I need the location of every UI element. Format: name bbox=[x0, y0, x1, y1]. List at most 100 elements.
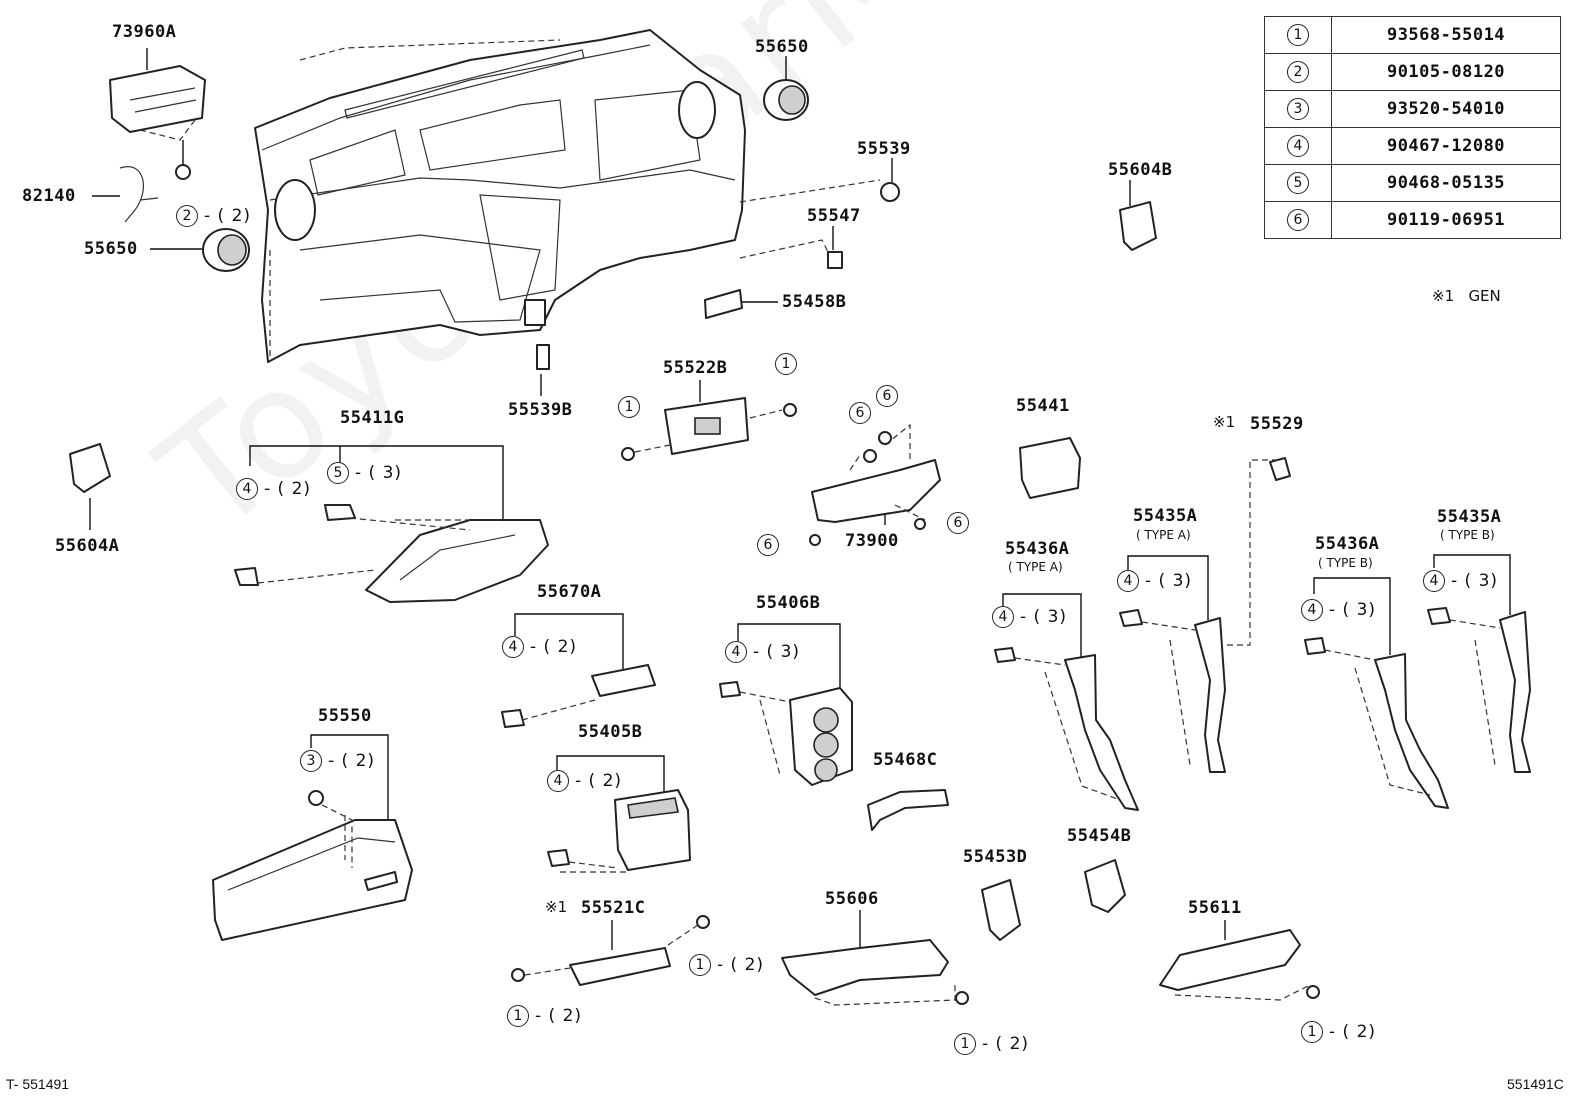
note-text: GEN bbox=[1468, 287, 1501, 305]
label-55604A: 55604A bbox=[55, 536, 120, 556]
label-73960A: 73960A bbox=[112, 22, 177, 42]
circle-number: 1 bbox=[1287, 24, 1309, 46]
callout-4x2: 4- ( 2) bbox=[547, 770, 622, 792]
label-55547: 55547 bbox=[807, 206, 861, 226]
circle-number: 3 bbox=[1287, 98, 1309, 120]
label-55405B: 55405B bbox=[578, 722, 643, 742]
callout-qty: - ( 2) bbox=[328, 751, 376, 771]
part-55453D-shape bbox=[981, 879, 1021, 941]
callout-4x3: 4 - ( 3) bbox=[725, 641, 800, 663]
label-55604B: 55604B bbox=[1108, 160, 1173, 180]
part-number: 90468-05135 bbox=[1331, 164, 1561, 202]
part-55441-shape bbox=[1019, 437, 1081, 499]
circle-number: 6 bbox=[1287, 209, 1309, 231]
callout-qty: - ( 3) bbox=[1451, 571, 1499, 591]
part-55468C-shape bbox=[867, 789, 949, 831]
label-55550: 55550 bbox=[318, 706, 372, 726]
label-55406B: 55406B bbox=[756, 593, 821, 613]
part-55550-shape bbox=[212, 734, 413, 941]
label-55650-left: 55650 bbox=[84, 239, 138, 259]
callout-qty: - ( 2) bbox=[535, 1006, 583, 1026]
circle-number: 4 bbox=[1287, 135, 1309, 157]
part-55606-shape bbox=[781, 910, 969, 1006]
callout-1: 1 bbox=[775, 353, 803, 375]
part-number: 93568-55014 bbox=[1331, 16, 1561, 54]
type-label-a-55436A: ( TYPE A) bbox=[1008, 560, 1063, 574]
type-label-b-55436A: ( TYPE B) bbox=[1318, 556, 1373, 570]
type-label-a-55435A: ( TYPE A) bbox=[1136, 528, 1191, 542]
label-55539B: 55539B bbox=[508, 400, 573, 420]
part-number: 90105-08120 bbox=[1331, 53, 1561, 91]
part-55650-top-shape bbox=[763, 79, 809, 121]
callout-qty: - ( 2) bbox=[1329, 1022, 1377, 1042]
circle-number: 5 bbox=[327, 462, 349, 484]
label-55650-top: 55650 bbox=[755, 37, 809, 57]
part-55405B-shape bbox=[547, 755, 691, 873]
note-mark: ※1 bbox=[1432, 287, 1455, 305]
callout-1: 1 bbox=[618, 396, 646, 418]
callout-4x2: 4- ( 2) bbox=[236, 478, 311, 500]
circle-number: 5 bbox=[1287, 172, 1309, 194]
callout-4x3: 4 - ( 3) bbox=[1423, 570, 1498, 592]
callout-qty: - ( 3) bbox=[753, 642, 801, 662]
illustration-id-left: T- 551491 bbox=[6, 1076, 70, 1092]
label-55435A-type-a: 55435A bbox=[1133, 506, 1198, 526]
part-number: 90119-06951 bbox=[1331, 201, 1561, 239]
part-55604B-shape bbox=[1119, 201, 1157, 251]
dashboard-panel bbox=[254, 29, 746, 363]
circle-number: 4 bbox=[1117, 570, 1139, 592]
label-55436A-type-b: 55436A bbox=[1315, 534, 1380, 554]
label-55436A-type-a: 55436A bbox=[1005, 539, 1070, 559]
part-55435A-type-a-shape bbox=[1119, 555, 1226, 773]
callout-1x2: 1 - ( 2) bbox=[689, 954, 764, 976]
callout-6: 6 bbox=[876, 385, 904, 407]
callout-qty: - ( 2) bbox=[204, 206, 252, 226]
part-55539-shape bbox=[880, 182, 900, 202]
part-82140-shape bbox=[119, 166, 159, 223]
label-82140: 82140 bbox=[22, 186, 76, 206]
label-73900: 73900 bbox=[845, 531, 899, 551]
circle-number: 1 bbox=[775, 353, 797, 375]
callout-qty: - ( 2) bbox=[717, 955, 765, 975]
circle-number: 2 bbox=[176, 205, 198, 227]
circle-number: 2 bbox=[1287, 61, 1309, 83]
callout-1x2: 1- ( 2) bbox=[954, 1033, 1029, 1055]
callout-4x3: 4- ( 3) bbox=[1117, 570, 1192, 592]
table-row: 3 93520-54010 bbox=[1264, 90, 1561, 128]
callout-6: 6 bbox=[757, 534, 785, 556]
label-55453D: 55453D bbox=[963, 847, 1028, 867]
label-55670A: 55670A bbox=[537, 582, 602, 602]
callout-4x3: 4- ( 3) bbox=[992, 606, 1067, 628]
circle-number: 1 bbox=[1301, 1021, 1323, 1043]
part-55670A-shape bbox=[501, 613, 656, 728]
part-55521C-shape bbox=[511, 915, 710, 986]
label-55468C: 55468C bbox=[873, 750, 938, 770]
callout-6: 6 bbox=[947, 512, 975, 534]
part-55436A-type-b-shape bbox=[1304, 577, 1449, 809]
callout-qty: - ( 3) bbox=[355, 463, 403, 483]
label-55606: 55606 bbox=[825, 889, 879, 909]
label-55521C: 55521C bbox=[581, 898, 646, 918]
callout-qty: - ( 2) bbox=[530, 637, 578, 657]
callout-1x2: 1 - ( 2) bbox=[1301, 1021, 1376, 1043]
circle-number: 4 bbox=[1423, 570, 1445, 592]
callout-qty: - ( 3) bbox=[1329, 600, 1377, 620]
type-label-b-55435A: ( TYPE B) bbox=[1440, 528, 1495, 542]
callout-qty: - ( 2) bbox=[982, 1034, 1030, 1054]
label-55441: 55441 bbox=[1016, 396, 1070, 416]
circle-number: 4 bbox=[725, 641, 747, 663]
part-73900-shape bbox=[809, 423, 941, 546]
label-55539: 55539 bbox=[857, 139, 911, 159]
callout-5x3: 5 - ( 3) bbox=[327, 462, 402, 484]
part-55406B-shape bbox=[719, 623, 853, 786]
circle-number: 1 bbox=[689, 954, 711, 976]
part-55547-shape bbox=[827, 251, 843, 269]
part-55611-shape bbox=[1159, 920, 1320, 1001]
callout-qty: - ( 3) bbox=[1020, 607, 1068, 627]
callout-4x2: 4- ( 2) bbox=[502, 636, 577, 658]
part-55604A-shape bbox=[69, 443, 111, 493]
label-55529: 55529 bbox=[1250, 414, 1304, 434]
part-number: 93520-54010 bbox=[1331, 90, 1561, 128]
